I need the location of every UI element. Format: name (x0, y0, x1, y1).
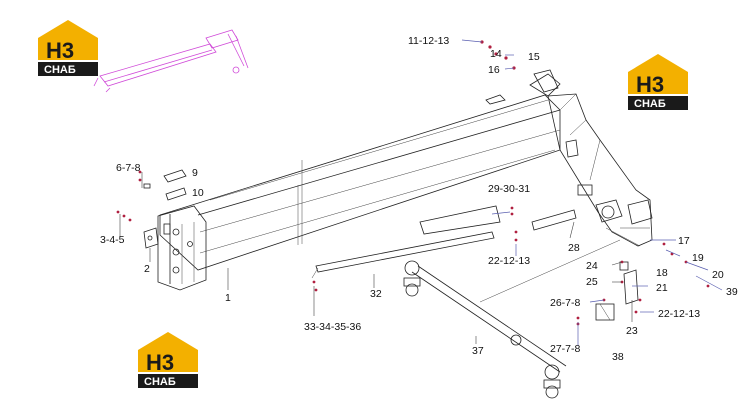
callout-21: 21 (656, 282, 668, 294)
callout-26-7-8: 26-7-8 (550, 297, 581, 309)
callout-2: 2 (144, 263, 150, 275)
leader-lines (119, 39, 723, 346)
callout-23: 23 (626, 325, 638, 337)
callout-17: 17 (678, 235, 690, 247)
bracket (143, 227, 159, 249)
callout-29-30-31: 29-30-31 (488, 183, 530, 195)
logo-top-left: H3 CHAБ (38, 20, 98, 76)
callout-28: 28 (568, 242, 580, 254)
wear-pads (143, 169, 187, 201)
callout-18: 18 (656, 267, 668, 279)
callout-6-7-8: 6-7-8 (116, 162, 141, 174)
callout-25: 25 (586, 276, 598, 288)
callout-10: 10 (192, 187, 204, 199)
logo-word: CHAБ (634, 98, 666, 110)
callout-11-12-13: 11-12-13 (408, 35, 449, 47)
boom-thumbnail (93, 29, 249, 93)
callout-3-4-5: 3-4-5 (100, 234, 125, 246)
callout-38: 38 (612, 351, 624, 363)
callout-14: 14 (490, 48, 502, 60)
boom-end-cap (157, 205, 207, 291)
logo-word: CHAБ (44, 64, 76, 76)
callout-33-34-35-36: 33-34-35-36 (304, 321, 361, 333)
logo-bottom-left: H3 CHAБ (138, 332, 198, 388)
fasteners (116, 40, 710, 326)
callout-15: 15 (528, 51, 540, 63)
callout-labels: 11-12-13 14 15 16 6-7-8 9 10 3-4-5 2 1 2… (100, 35, 738, 363)
logo-mark: H3 (46, 38, 74, 63)
callout-22-12-13-bottom: 22-12-13 (658, 308, 700, 320)
callout-9: 9 (192, 167, 198, 179)
callout-32: 32 (370, 288, 382, 300)
logo-mark: H3 (146, 350, 174, 375)
right-fittings (595, 261, 639, 321)
callout-22-12-13-top: 22-12-13 (488, 255, 530, 267)
callout-37: 37 (472, 345, 484, 357)
inner-tubes (311, 205, 577, 279)
callout-27-7-8: 27-7-8 (550, 343, 581, 355)
callout-20: 20 (712, 269, 724, 281)
logo-mark: H3 (636, 72, 664, 97)
callout-1: 1 (225, 292, 231, 304)
logo-word: CHAБ (144, 376, 176, 388)
callout-24: 24 (586, 260, 598, 272)
callout-16: 16 (488, 64, 500, 76)
callout-19: 19 (692, 252, 704, 264)
logo-top-right: H3 CHAБ (628, 54, 688, 110)
boom-assembly (159, 69, 653, 271)
callout-39: 39 (726, 286, 738, 298)
telescopic-cylinder (403, 239, 621, 399)
